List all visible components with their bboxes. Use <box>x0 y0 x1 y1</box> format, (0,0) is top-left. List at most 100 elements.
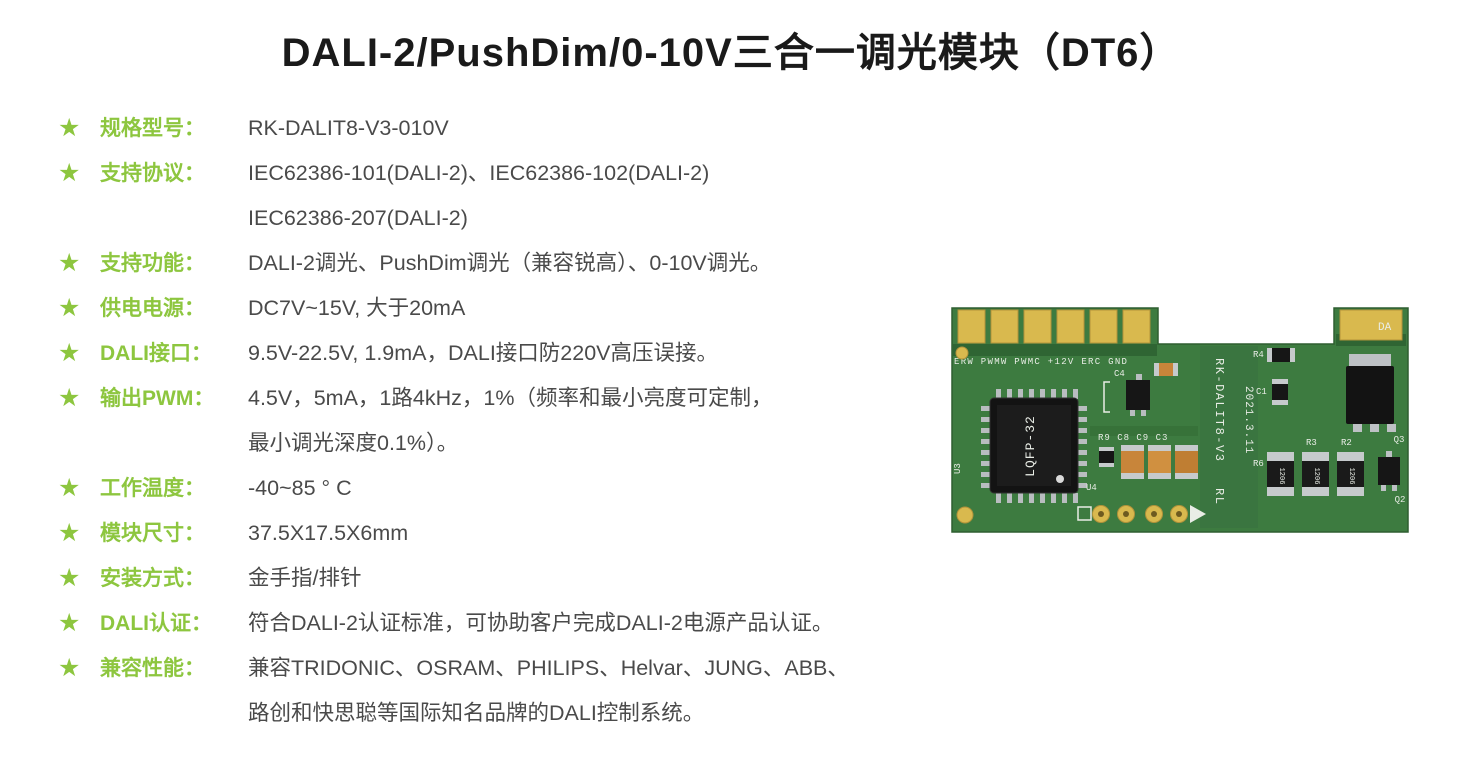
spec-value: DALI-2调光、PushDim调光（兼容锐高）、0-10V调光。 <box>248 241 948 286</box>
sot23-component <box>1126 374 1150 416</box>
silk-triangle-marker <box>1190 505 1206 523</box>
star-icon: ★ <box>58 609 81 637</box>
silk-rl: RL <box>1212 488 1226 505</box>
svg-text:1206: 1206 <box>1347 468 1355 485</box>
gold-via <box>955 346 969 360</box>
spec-value-line: 37.5X17.5X6mm <box>248 521 409 545</box>
smd-capacitor-c1 <box>1272 379 1288 405</box>
spec-row-mounting: ★ 安装方式： 金手指/排针 <box>58 556 948 601</box>
spec-label: 工作温度： <box>100 477 205 500</box>
star-icon: ★ <box>58 654 81 682</box>
spec-value-line: 符合DALI-2认证标准，可协助客户完成DALI-2电源产品认证。 <box>248 611 834 635</box>
pcb-image: DA ERW PWMW PWMC +12V ERC GND <box>950 306 1410 534</box>
spec-row-model: ★ 规格型号： RK-DALIT8-V3-010V <box>58 106 948 151</box>
spec-label: 安装方式： <box>100 567 205 590</box>
spec-row-compatibility: ★ 兼容性能： 兼容TRIDONIC、OSRAM、PHILIPS、Helvar、… <box>58 646 948 736</box>
spec-value-line: 最小调光深度0.1%）。 <box>248 431 459 455</box>
chip-pins <box>981 389 1087 503</box>
silk-c1: C1 <box>1256 387 1267 397</box>
silk-da-label: DA <box>1378 322 1392 334</box>
star-icon: ★ <box>58 564 81 592</box>
spec-value-line: DALI-2调光、PushDim调光（兼容锐高）、0-10V调光。 <box>248 251 772 275</box>
spec-value: 4.5V，5mA，1路4kHz，1%（频率和最小亮度可定制， 最小调光深度0.1… <box>248 376 948 466</box>
spec-label: 规格型号： <box>100 117 205 140</box>
star-icon: ★ <box>58 474 81 502</box>
sot23-transistor-q2 <box>1378 451 1400 491</box>
spec-value: 37.5X17.5X6mm <box>248 511 948 556</box>
silk-u3: U3 <box>953 463 963 474</box>
spec-row-protocols: ★ 支持协议： IEC62386-101(DALI-2)、IEC62386-10… <box>58 151 948 241</box>
spec-label: 支持功能： <box>100 252 205 275</box>
smd-capacitor-c8 <box>1121 445 1144 479</box>
spec-value: 9.5V-22.5V, 1.9mA，DALI接口防220V高压误接。 <box>248 331 948 376</box>
pcb-photo: DA ERW PWMW PWMC +12V ERC GND <box>951 307 1409 533</box>
spec-value-line: -40~85 ° C <box>248 476 352 500</box>
spec-row-dimensions: ★ 模块尺寸： 37.5X17.5X6mm <box>58 511 948 556</box>
star-icon: ★ <box>58 249 81 277</box>
spec-value-line: 路创和快思聪等国际知名品牌的DALI控制系统。 <box>248 701 705 725</box>
spec-label: 供电电源： <box>100 297 205 320</box>
silk-r2: R2 <box>1341 438 1352 448</box>
spec-value-line: 金手指/排针 <box>248 566 362 590</box>
silk-square-marker <box>1077 506 1092 521</box>
spec-value-line: IEC62386-207(DALI-2) <box>248 206 468 230</box>
lqfp32-chip: LQFP-32 <box>981 389 1087 503</box>
star-icon: ★ <box>58 339 81 367</box>
pin-row-label: ERW PWMW PWMC +12V ERC GND <box>954 357 1128 367</box>
star-icon: ★ <box>58 519 81 547</box>
spec-value: DC7V~15V, 大于20mA <box>248 286 948 331</box>
chip-label: LQFP-32 <box>1023 415 1038 477</box>
smd-resistor-r9 <box>1099 447 1114 467</box>
spec-label: 模块尺寸： <box>100 522 205 545</box>
spec-value-line: IEC62386-101(DALI-2)、IEC62386-102(DALI-2… <box>248 161 710 185</box>
spec-value: -40~85 ° C <box>248 466 948 511</box>
spec-value: RK-DALIT8-V3-010V <box>248 106 948 151</box>
gold-via <box>956 506 974 524</box>
spec-value: 符合DALI-2认证标准，可协助客户完成DALI-2电源产品认证。 <box>248 601 948 646</box>
spec-value: 金手指/排针 <box>248 556 948 601</box>
silk-r6: R6 <box>1253 459 1264 469</box>
star-icon: ★ <box>58 159 81 187</box>
smd-resistor-1206: 1206 <box>1267 452 1294 496</box>
through-hole-pads <box>1092 505 1188 523</box>
spec-value-line: 9.5V-22.5V, 1.9mA，DALI接口防220V高压误接。 <box>248 341 719 365</box>
silk-q2: Q2 <box>1395 495 1406 505</box>
star-icon: ★ <box>58 114 81 142</box>
spec-label: DALI认证： <box>100 612 212 635</box>
silk-u4: U4 <box>1086 483 1097 493</box>
silk-q3: Q3 <box>1394 435 1405 445</box>
spec-label: 支持协议： <box>100 162 205 185</box>
page-title: DALI-2/PushDim/0-10V三合一调光模块（DT6） <box>281 31 1181 75</box>
spec-value-line: RK-DALIT8-V3-010V <box>248 116 449 140</box>
spec-row-power: ★ 供电电源： DC7V~15V, 大于20mA <box>58 286 948 331</box>
spec-row-functions: ★ 支持功能： DALI-2调光、PushDim调光（兼容锐高）、0-10V调光… <box>58 241 948 286</box>
spec-value: 兼容TRIDONIC、OSRAM、PHILIPS、Helvar、JUNG、ABB… <box>248 646 948 736</box>
gold-pad-right <box>1339 309 1403 341</box>
smd-resistor-1206: 1206 <box>1337 452 1364 496</box>
silk-model: RK-DALIT8-V3 <box>1212 358 1226 462</box>
spec-value-line: 兼容TRIDONIC、OSRAM、PHILIPS、Helvar、JUNG、ABB… <box>248 656 849 680</box>
smd-capacitor-c3 <box>1175 445 1198 479</box>
chip-pin1-dot <box>1056 475 1064 483</box>
silk-c4: C4 <box>1114 369 1125 379</box>
star-icon: ★ <box>58 294 81 322</box>
spec-value: IEC62386-101(DALI-2)、IEC62386-102(DALI-2… <box>248 151 948 241</box>
star-icon: ★ <box>58 384 81 412</box>
spec-label: 输出PWM： <box>100 387 215 410</box>
spec-label: DALI接口： <box>100 342 212 365</box>
spec-value-line: DC7V~15V, 大于20mA <box>248 296 466 320</box>
svg-text:1206: 1206 <box>1277 468 1285 485</box>
spec-row-temperature: ★ 工作温度： -40~85 ° C <box>58 466 948 511</box>
spec-row-pwm-output: ★ 输出PWM： 4.5V，5mA，1路4kHz，1%（频率和最小亮度可定制， … <box>58 376 948 466</box>
smd-resistor-1206: 1206 <box>1302 452 1329 496</box>
svg-text:1206: 1206 <box>1312 468 1320 485</box>
silk-bracket <box>1103 381 1110 413</box>
smd-resistor-r4 <box>1267 348 1295 362</box>
silk-r3: R3 <box>1306 438 1317 448</box>
pad-holes <box>1098 511 1182 517</box>
silk-date: 2021.3.11 <box>1242 386 1254 454</box>
silk-r4: R4 <box>1253 350 1264 360</box>
spec-row-dali-interface: ★ DALI接口： 9.5V-22.5V, 1.9mA，DALI接口防220V高… <box>58 331 948 376</box>
dpak-transistor-q3 <box>1346 354 1396 432</box>
